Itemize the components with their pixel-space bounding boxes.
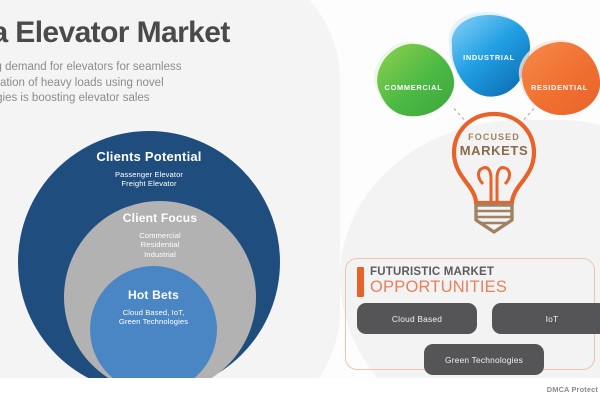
- panel-heading: FUTURISTIC MARKET OPPORTUNITIES: [357, 266, 507, 297]
- circle-inner-items: Cloud Based, IoT, Green Technologies: [118, 308, 189, 327]
- focused-markets-bulb[interactable]: FOCUSED MARKETS: [438, 103, 550, 236]
- header: dia Elevator Market alating demand for e…: [0, 16, 316, 107]
- page-title: dia Elevator Market: [0, 16, 230, 49]
- circle-outer-items: Passenger Elevator Freight Elevator: [114, 170, 184, 189]
- segment-blob-industrial[interactable]: INDUSTRIAL: [439, 10, 539, 102]
- opportunity-label: Cloud Based: [391, 313, 443, 324]
- opportunity-card-iot[interactable]: IoT: [487, 303, 600, 341]
- opportunity-card-cloud-based[interactable]: Cloud Based: [352, 303, 477, 341]
- segment-blob-residential[interactable]: RESIDENTIAL: [512, 36, 600, 118]
- panel-heading-bottom: OPPORTUNITIES: [370, 278, 508, 296]
- segment-label-commercial: COMMERCIAL: [384, 82, 443, 92]
- panel-heading-top: FUTURISTIC MARKET: [370, 266, 495, 278]
- nested-circles-diagram: Clients Potential Passenger Elevator Fre…: [18, 131, 280, 393]
- opportunity-label: Green Technologies: [445, 354, 523, 365]
- circle-hot-bets[interactable]: Hot Bets Cloud Based, IoT, Green Technol…: [90, 266, 217, 393]
- circle-inner-label: Hot Bets: [128, 288, 179, 302]
- circle-middle-items: Commercial Residential Industrial: [139, 231, 181, 259]
- segment-label-residential: RESIDENTIAL: [531, 82, 588, 92]
- page-subtitle: alating demand for elevators for seamles…: [0, 61, 182, 104]
- segment-label-industrial: INDUSTRIAL: [463, 52, 515, 62]
- circle-middle-label: Client Focus: [122, 211, 198, 225]
- blob-shape-icon: [448, 11, 531, 97]
- blob-shape-icon: [518, 40, 600, 116]
- market-segment-blobs: COMMERCIAL INDUSTRIAL: [360, 8, 600, 123]
- futuristic-opportunities-panel: FUTURISTIC MARKET OPPORTUNITIES Cloud Ba…: [345, 258, 600, 382]
- bottom-white-band: [0, 378, 600, 400]
- opportunity-card-green-technologies[interactable]: Green Technologies: [419, 344, 544, 382]
- lightbulb-icon: [449, 103, 539, 234]
- accent-bar-icon: [357, 267, 364, 297]
- opportunity-label: IoT: [545, 313, 559, 324]
- blob-shape-icon: [374, 41, 455, 117]
- dmca-watermark: DMCA Protect: [546, 385, 598, 394]
- circle-outer-label: Clients Potential: [96, 149, 202, 164]
- segment-blob-commercial[interactable]: COMMERCIAL: [366, 38, 461, 118]
